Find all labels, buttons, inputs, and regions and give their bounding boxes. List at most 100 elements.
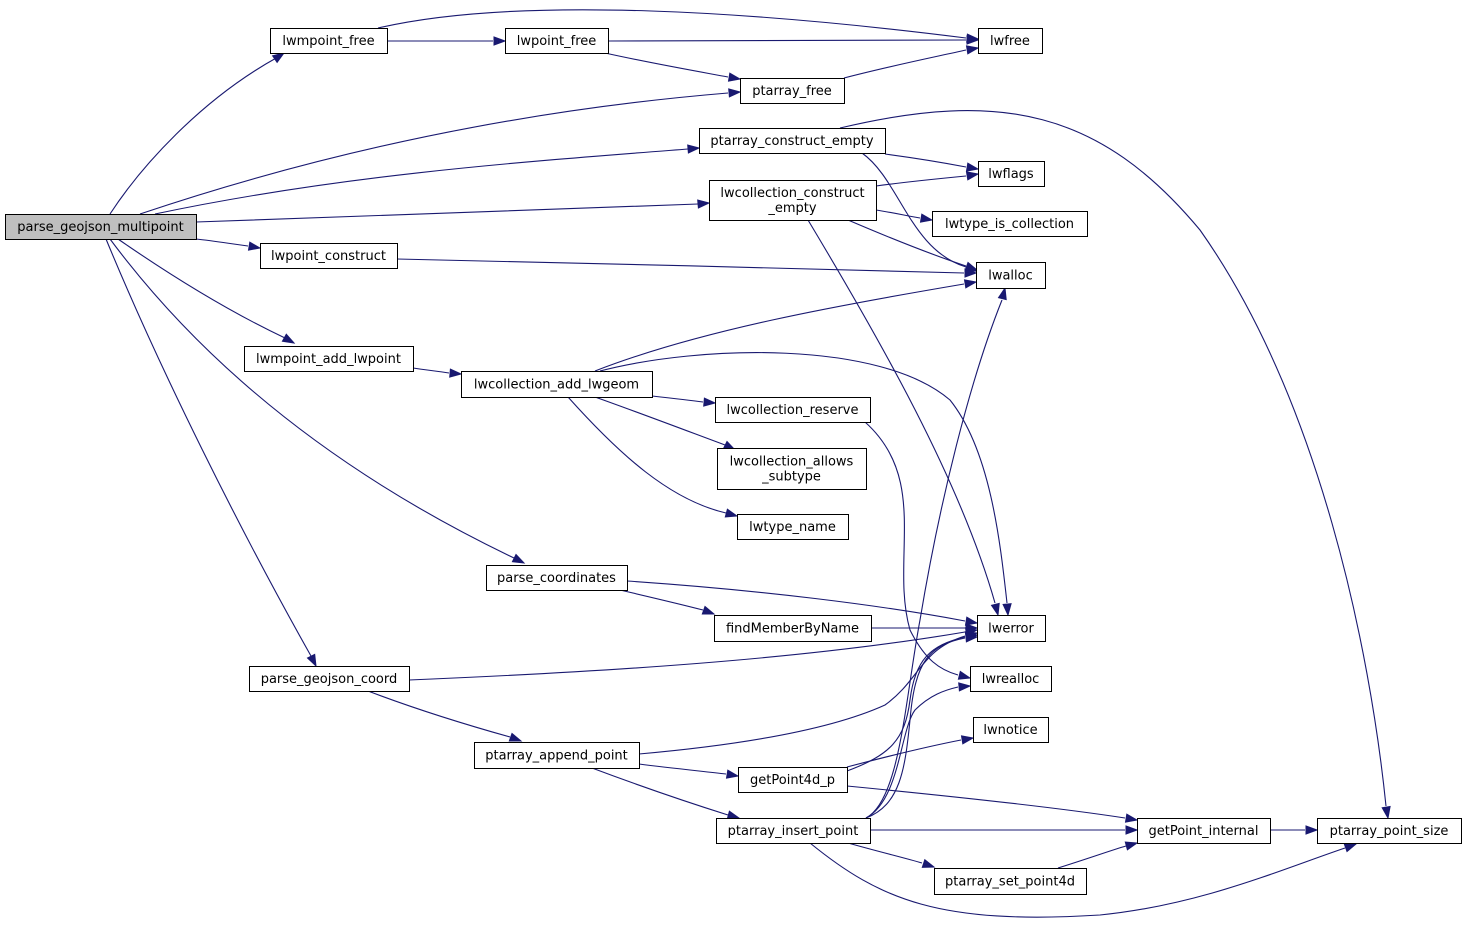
node-lwcollection_add_lwgeom[interactable]: lwcollection_add_lwgeom: [461, 371, 653, 398]
node-label: lwrealloc: [982, 672, 1040, 687]
edge-parse_geojson_multipoint-to-lwpoint_construct: [195, 238, 262, 251]
edge-parse_geojson_multipoint-to-lwcollection_construct_empty: [195, 199, 711, 223]
node-parse_geojson_multipoint[interactable]: parse_geojson_multipoint: [5, 214, 197, 240]
node-lwerror[interactable]: lwerror: [977, 615, 1046, 642]
edge-lwcollection_add_lwgeom-to-lwcollection_reserve: [651, 395, 717, 407]
node-lwtype_is_collection[interactable]: lwtype_is_collection: [932, 211, 1088, 237]
node-label: lwcollection_reserve: [727, 403, 859, 418]
edge-ptarray_insert_point-to-getPoint_internal: [870, 825, 1139, 835]
node-ptarray_append_point[interactable]: ptarray_append_point: [474, 742, 640, 769]
node-box: [244, 346, 414, 372]
node-box: [978, 161, 1045, 187]
edge-lwpoint_construct-to-lwalloc: [396, 258, 978, 278]
arrowhead: [964, 616, 979, 626]
node-lwtype_name[interactable]: lwtype_name: [737, 514, 849, 540]
edge-parse_geojson_multipoint-to-ptarray_construct_empty: [154, 144, 701, 215]
edge-line: [367, 690, 511, 738]
edge-lwpoint_free-to-ptarray_free: [604, 52, 742, 82]
node-getPoint_internal[interactable]: getPoint_internal: [1137, 818, 1271, 844]
edge-ptarray_free-to-lwfree: [843, 45, 980, 79]
node-ptarray_insert_point[interactable]: ptarray_insert_point: [716, 818, 871, 844]
node-label: lwerror: [988, 622, 1034, 637]
node-box: [715, 397, 871, 423]
node-box: [932, 211, 1088, 237]
arrowhead: [965, 171, 980, 181]
node-lwflags[interactable]: lwflags: [978, 161, 1045, 187]
arrowhead: [306, 653, 317, 668]
arrowhead: [281, 333, 296, 344]
edge-line: [638, 763, 727, 775]
arrowhead: [1124, 813, 1139, 823]
edge-line: [377, 9, 967, 39]
node-label: lwtype_name: [749, 520, 836, 535]
node-label: ptarray_point_size: [1330, 824, 1449, 839]
node-label: lwtype_is_collection: [945, 217, 1074, 232]
node-lwpoint_free[interactable]: lwpoint_free: [505, 28, 609, 54]
edge-line: [567, 396, 727, 514]
node-box: [249, 666, 410, 692]
edge-line: [412, 367, 450, 374]
arrowhead: [960, 735, 975, 745]
node-label: lwpoint_construct: [271, 249, 386, 264]
edge-getPoint4d_p-to-lwnotice: [846, 735, 975, 768]
node-label: lwflags: [988, 167, 1034, 182]
node-findMemberByName[interactable]: findMemberByName: [714, 615, 872, 642]
arrowhead: [701, 605, 716, 615]
node-parse_coordinates[interactable]: parse_coordinates: [486, 565, 628, 591]
node-label: lwnotice: [983, 723, 1037, 738]
node-parse_geojson_coord[interactable]: parse_geojson_coord: [249, 666, 410, 692]
arrowhead: [1381, 805, 1391, 820]
edge-line: [604, 52, 729, 78]
node-lwcollection_allows_subtype[interactable]: lwcollection_allows_subtype: [717, 448, 867, 490]
node-ptarray_point_size[interactable]: ptarray_point_size: [1317, 818, 1462, 844]
node-box: [486, 565, 628, 591]
node-box: [5, 214, 197, 240]
arrowhead: [727, 72, 742, 82]
edge-line: [864, 421, 959, 676]
node-lwnotice[interactable]: lwnotice: [973, 717, 1049, 743]
node-lwfree[interactable]: lwfree: [978, 28, 1043, 54]
edge-line: [619, 589, 704, 611]
edge-parse_geojson_coord-to-ptarray_append_point: [367, 690, 523, 742]
arrowhead: [725, 769, 740, 779]
node-lwalloc[interactable]: lwalloc: [976, 262, 1046, 289]
edge-ptarray_insert_point-to-lwrealloc: [865, 682, 972, 819]
node-lwpoint_construct[interactable]: lwpoint_construct: [260, 243, 398, 269]
edge-line: [809, 842, 1346, 918]
edge-line: [594, 283, 965, 372]
node-ptarray_construct_empty[interactable]: ptarray_construct_empty: [699, 128, 886, 154]
arrowhead: [921, 858, 936, 868]
arrowhead: [1305, 825, 1319, 835]
arrowhead: [449, 368, 463, 378]
arrowhead: [957, 670, 972, 680]
edge-ptarray_append_point-to-getPoint4d_p: [638, 763, 740, 779]
edge-parse_geojson_multipoint-to-parse_geojson_coord: [105, 238, 317, 668]
edge-lwcollection_construct_empty-to-lwtype_is_collection: [875, 209, 934, 223]
arrowhead: [1125, 825, 1139, 835]
node-ptarray_set_point4d[interactable]: ptarray_set_point4d: [934, 868, 1087, 895]
edge-line: [408, 631, 966, 681]
edge-lwcollection_add_lwgeom-to-lwcollection_allows_subtype: [594, 396, 737, 451]
node-lwcollection_reserve[interactable]: lwcollection_reserve: [715, 397, 871, 423]
edge-line: [865, 637, 966, 819]
node-label: lwpoint_free: [517, 34, 597, 49]
node-label: lwcollection_construct: [720, 186, 864, 201]
arrowhead: [919, 213, 934, 223]
edge-line: [865, 686, 959, 819]
arrowhead: [1124, 841, 1139, 851]
edge-line: [846, 739, 962, 768]
node-label: ptarray_construct_empty: [710, 134, 873, 149]
node-lwrealloc[interactable]: lwrealloc: [970, 666, 1052, 692]
node-box: [1137, 818, 1271, 844]
node-getPoint4d_p[interactable]: getPoint4d_p: [738, 767, 848, 793]
node-label: findMemberByName: [726, 622, 859, 637]
arrowhead: [966, 35, 980, 45]
node-ptarray_free[interactable]: ptarray_free: [740, 78, 845, 104]
edge-parse_geojson_multipoint-to-parse_coordinates: [109, 238, 526, 564]
edge-ptarray_insert_point-to-ptarray_set_point4d: [847, 842, 936, 868]
node-lwmpoint_free[interactable]: lwmpoint_free: [270, 28, 388, 54]
node-label: ptarray_free: [752, 84, 832, 99]
node-box: [970, 666, 1052, 692]
node-lwmpoint_add_lwpoint[interactable]: lwmpoint_add_lwpoint: [244, 346, 414, 372]
node-lwcollection_construct_empty[interactable]: lwcollection_construct_empty: [709, 180, 877, 221]
